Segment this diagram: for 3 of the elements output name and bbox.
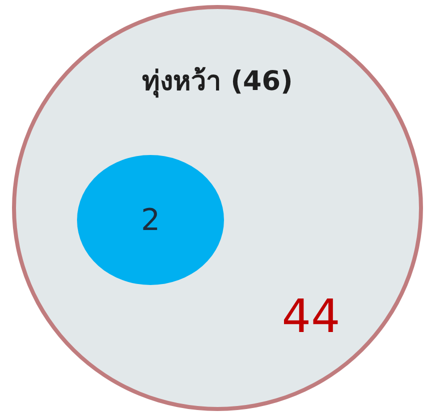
count-label: 2 — [140, 202, 160, 238]
count-label: 44 — [280, 291, 342, 342]
circle-title: ทุ่งหว้า (46) — [141, 65, 294, 100]
